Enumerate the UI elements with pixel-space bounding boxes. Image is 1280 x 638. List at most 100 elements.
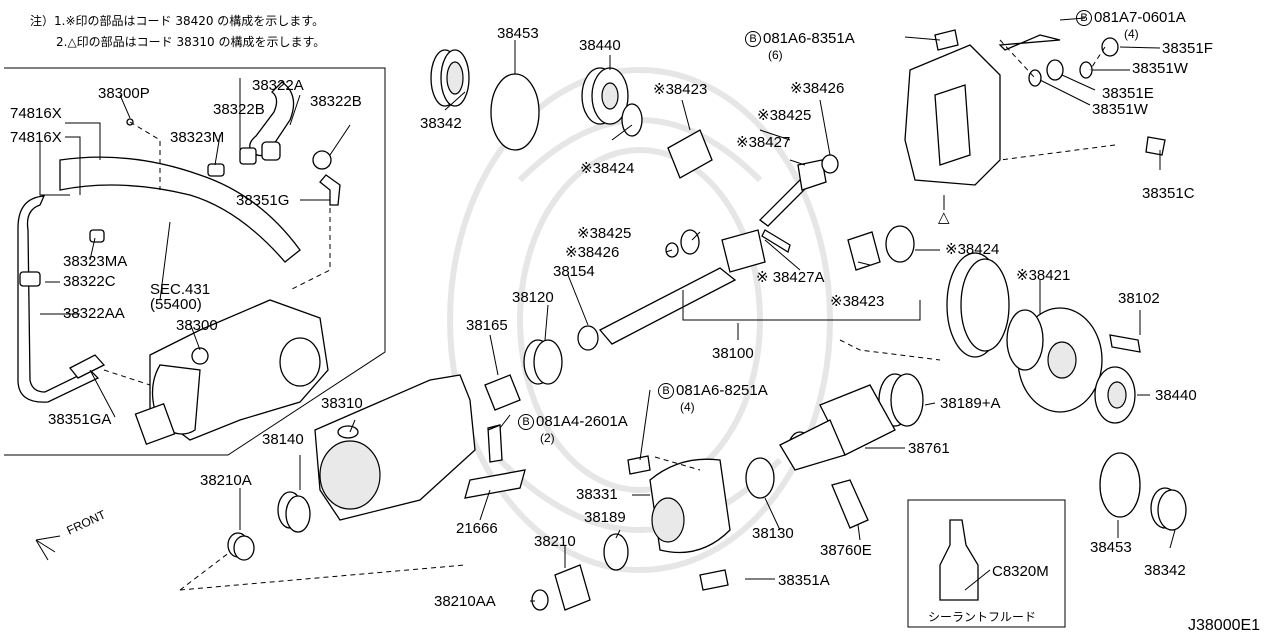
label-38421: ※38421 bbox=[1016, 267, 1071, 284]
label-38210aa: 38210AA bbox=[434, 593, 496, 610]
label-21666: 21666 bbox=[456, 520, 498, 537]
part-38102-bolt bbox=[1109, 334, 1141, 353]
label-sec55400: (55400) bbox=[150, 296, 202, 313]
cover-bolt-dashed-line bbox=[654, 456, 701, 471]
label-38760e: 38760E bbox=[820, 542, 872, 559]
label-38351g: 38351G bbox=[236, 192, 290, 209]
bolt-code: 081A7-0601A bbox=[1094, 9, 1186, 26]
bolt-qty-2: (2) bbox=[540, 431, 555, 445]
label-sealant-fluid: シーラントフルード bbox=[928, 610, 1037, 624]
part-38210aa-nut bbox=[531, 589, 549, 611]
inset-dashed-1 bbox=[129, 121, 161, 190]
label-38300p: 38300P bbox=[98, 85, 150, 102]
part-38425b-gear bbox=[680, 229, 700, 255]
cover-dashed-lines bbox=[969, 39, 1116, 161]
part-38351-long-bolt bbox=[998, 34, 1061, 51]
label-38120: 38120 bbox=[512, 289, 554, 306]
label-38426-top: ※38426 bbox=[790, 80, 845, 97]
label-38300: 38300 bbox=[176, 317, 218, 334]
part-38351e-plug bbox=[1046, 59, 1064, 81]
part-38426-washer bbox=[821, 154, 839, 174]
label-sec431: SEC.431 bbox=[150, 281, 211, 298]
label-38189a: 38189+A bbox=[940, 395, 1001, 412]
label-38440-right: 38440 bbox=[1155, 387, 1197, 404]
part-38342-left bbox=[430, 49, 470, 107]
label-38189: 38189 bbox=[584, 509, 626, 526]
bolt-qty-6: (6) bbox=[768, 48, 783, 62]
part-38424b-washer bbox=[885, 225, 915, 263]
inset-dashed-3 bbox=[103, 369, 151, 386]
part-rear-cover-38351 bbox=[904, 44, 1001, 186]
label-38351w-2: 38351W bbox=[1092, 101, 1148, 118]
part-38440-bearing bbox=[581, 67, 629, 125]
part-38440-right-bearing bbox=[1094, 366, 1136, 424]
label-38761: 38761 bbox=[908, 440, 950, 457]
part-38453-right-ring bbox=[1099, 452, 1141, 518]
label-38425-mid: ※38425 bbox=[577, 225, 632, 242]
bolt-081a6-8351a bbox=[934, 29, 959, 51]
triangle-mark: △ bbox=[938, 209, 950, 226]
label-38440-top: 38440 bbox=[579, 37, 621, 54]
label-38342-right: 38342 bbox=[1144, 562, 1186, 579]
part-38210a-seal bbox=[227, 532, 255, 561]
part-38342-right-seal bbox=[1150, 487, 1187, 531]
bearing-dashed-line bbox=[839, 339, 941, 361]
label-38351c: 38351C bbox=[1142, 185, 1195, 202]
part-38130-seal bbox=[745, 457, 775, 499]
bolt-code: 081A6-8351A bbox=[763, 30, 855, 47]
label-38351e: 38351E bbox=[1102, 85, 1154, 102]
part-38453-ring bbox=[490, 73, 540, 151]
part-38189-bearing bbox=[603, 533, 629, 571]
label-38323m: 38323M bbox=[170, 129, 225, 146]
part-38423b-gear bbox=[847, 231, 881, 271]
label-74816x-2: 74816X bbox=[10, 129, 62, 146]
part-38120-bearing bbox=[523, 339, 563, 385]
bolt-081a6-8251a bbox=[627, 455, 651, 475]
inset-leader-lines bbox=[39, 78, 351, 418]
label-38424-top: ※38424 bbox=[580, 160, 635, 177]
inset-dashed-2 bbox=[289, 208, 331, 291]
bolt-qty-4: (4) bbox=[1124, 27, 1139, 41]
part-differential-case bbox=[1006, 307, 1103, 413]
part-38421-ring-gear bbox=[946, 252, 1010, 358]
note-line-1: 注）1.※印の部品はコード 38420 の構成を示します。 bbox=[30, 14, 325, 28]
label-38427a: ※ 38427A bbox=[756, 269, 825, 286]
bolt-b-circle-icon: B bbox=[745, 31, 761, 47]
part-38351c-bolt bbox=[1145, 136, 1166, 156]
label-74816x-1: 74816X bbox=[10, 105, 62, 122]
part-38165-sleeve bbox=[484, 374, 521, 411]
part-38189a-bearing bbox=[878, 373, 924, 427]
label-38423-mid: ※38423 bbox=[830, 293, 885, 310]
label-38425-top: ※38425 bbox=[757, 107, 812, 124]
part-38351a-bolt bbox=[699, 569, 729, 591]
label-38424-mid: ※38424 bbox=[945, 241, 1000, 258]
part-38331-cover bbox=[649, 458, 731, 554]
part-38351f-plug bbox=[1101, 37, 1119, 57]
label-38453-right: 38453 bbox=[1090, 539, 1132, 556]
part-38351-bolt bbox=[487, 424, 503, 463]
inset-box-outline bbox=[4, 67, 386, 456]
seal-dashed-line bbox=[179, 551, 466, 591]
part-38210-flange bbox=[554, 564, 591, 611]
front-arrow-icon bbox=[35, 535, 61, 561]
label-38130: 38130 bbox=[752, 525, 794, 542]
part-38154-washer bbox=[577, 325, 599, 351]
part-38310-carrier-housing bbox=[314, 374, 476, 521]
bolt-b-circle-icon: B bbox=[658, 383, 674, 399]
bolt-qty-4-b: (4) bbox=[680, 400, 695, 414]
bolt-code: 081A6-8251A bbox=[676, 382, 768, 399]
bolt-081a4-head bbox=[487, 424, 501, 431]
part-38423-pinion-gear bbox=[721, 229, 766, 273]
label-38210a: 38210A bbox=[200, 472, 252, 489]
label-38342-left: 38342 bbox=[420, 115, 462, 132]
sealant-bottle bbox=[939, 519, 979, 601]
label-38322b-2: 38322B bbox=[310, 93, 362, 110]
part-38427a-pin bbox=[761, 229, 791, 254]
label-38351a: 38351A bbox=[778, 572, 830, 589]
label-38426-mid: ※38426 bbox=[565, 244, 620, 261]
